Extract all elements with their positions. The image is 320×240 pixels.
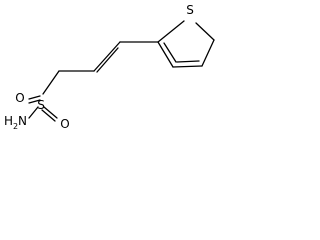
atom-s-thiophene: S [186,3,194,17]
bond-ch2-to-sulfur [42,70,60,95]
bond-c2-c3-inner [163,42,177,63]
bond-c4-c5 [201,39,215,67]
chemical-structure: S O O S H 2 N [4,3,215,131]
atom-n-amine: N [18,114,27,128]
bond-s-n [28,106,39,119]
bond-c2-c3 [157,41,174,68]
bond-c3-c4-inner [176,60,200,63]
atom-o-upper: O [15,91,24,105]
bond-s-o-upper-b [28,99,41,104]
atom-o-right: O [60,117,69,131]
atom-n-amine-h-count: 2 [13,122,18,131]
bond-c5-s [195,22,215,41]
bond-vinyl-double-b [96,47,119,73]
bond-s-c2 [157,20,185,43]
bond-c3-c4 [172,65,203,68]
bond-s-o-right-b [41,109,56,122]
atom-s-sulfonyl: S [37,98,45,112]
bond-vinyl-double-a [93,41,121,72]
bond-s-o-upper-a [28,95,41,100]
bond-s-o-right-a [43,106,58,119]
atom-n-amine-h: H [4,114,13,128]
